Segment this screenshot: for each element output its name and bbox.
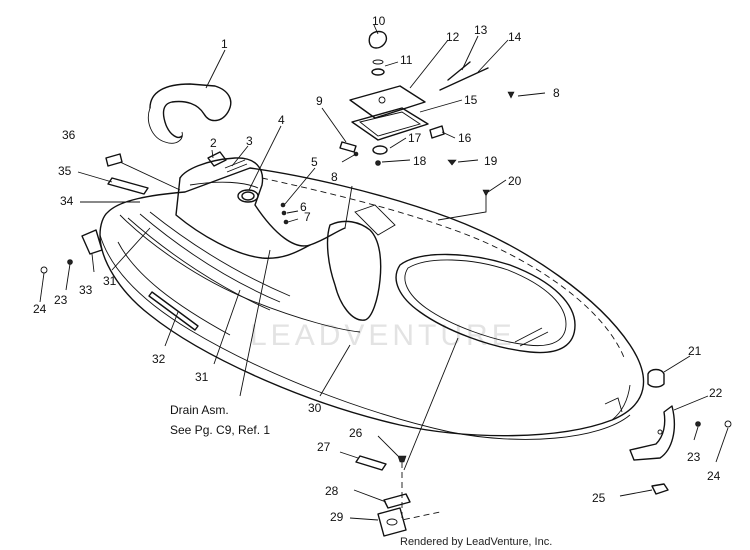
bumper-cap-21 — [647, 368, 665, 388]
callout-28: 28 — [325, 484, 339, 498]
callout-34: 34 — [60, 194, 74, 208]
callout-6: 6 — [300, 200, 307, 214]
grab-handle — [147, 83, 232, 144]
nut-part-24b — [724, 420, 732, 428]
callout-12: 12 — [446, 30, 460, 44]
callout-17: 17 — [408, 131, 422, 145]
nut-part-25 — [651, 483, 669, 495]
callout-33: 33 — [79, 283, 93, 297]
washer-part-23a — [67, 259, 73, 265]
bolt-part-26 — [397, 455, 407, 463]
latch-part-16 — [429, 125, 445, 139]
clip-part-9 — [339, 141, 357, 153]
callout-labels: 1 2 3 4 5 6 7 8 8 9 10 11 12 13 14 15 16… — [33, 14, 723, 524]
washer-part-17 — [372, 145, 388, 155]
callout-5: 5 — [311, 155, 318, 169]
clip-part-2 — [207, 151, 227, 167]
watermark: LEADVENTURE — [250, 319, 516, 352]
cap-part-4 — [241, 191, 255, 201]
callout-21: 21 — [688, 344, 702, 358]
plug-part-36 — [105, 153, 123, 167]
callout-9: 9 — [316, 94, 323, 108]
callout-7: 7 — [304, 210, 311, 224]
leader-lines — [39, 24, 729, 521]
callout-31b: 31 — [195, 370, 209, 384]
callout-24b: 24 — [707, 469, 721, 483]
drain-assembly-note: Drain Asm. See Pg. C9, Ref. 1 — [170, 403, 270, 437]
hull-body — [99, 157, 645, 440]
nut-part-24a — [40, 266, 48, 274]
callout-8b: 8 — [331, 170, 338, 184]
callout-16: 16 — [458, 131, 472, 145]
seal-strip-14 — [439, 67, 489, 91]
rivet-part-19 — [447, 159, 457, 166]
callout-24a: 24 — [33, 302, 47, 316]
callout-18: 18 — [413, 154, 427, 168]
callout-32: 32 — [152, 352, 166, 366]
grommet-part-11 — [371, 68, 385, 76]
pad-part-27 — [355, 455, 387, 471]
callout-11: 11 — [400, 53, 413, 67]
screw-part-8a — [507, 91, 515, 99]
trim-strip-35 — [107, 177, 149, 195]
callout-1: 1 — [221, 37, 228, 51]
rivet-part-20 — [482, 189, 490, 197]
callout-14: 14 — [508, 30, 522, 44]
tow-eye-part-29 — [377, 507, 407, 537]
callout-4: 4 — [278, 113, 285, 127]
callout-8a: 8 — [553, 86, 560, 100]
callout-2: 2 — [210, 136, 217, 150]
callout-36: 36 — [62, 128, 76, 142]
callout-22: 22 — [709, 386, 723, 400]
callout-26: 26 — [349, 426, 363, 440]
callout-23b: 23 — [687, 450, 701, 464]
callout-3: 3 — [246, 134, 253, 148]
spring-part-11 — [372, 59, 384, 65]
callout-30: 30 — [308, 401, 322, 415]
knob-part-10 — [368, 30, 388, 49]
washer-part-23b — [695, 421, 701, 427]
callout-23a: 23 — [54, 293, 68, 307]
rendered-by-footer: Rendered by LeadVenture, Inc. — [400, 536, 552, 548]
screw-5 — [280, 202, 286, 208]
callout-15: 15 — [464, 93, 478, 107]
callout-25: 25 — [592, 491, 606, 505]
callout-29: 29 — [330, 510, 344, 524]
trim-strip-32 — [148, 291, 199, 331]
callout-20: 20 — [508, 174, 522, 188]
callout-19: 19 — [484, 154, 498, 168]
bracket-part-33 — [81, 229, 103, 255]
callout-27: 27 — [317, 440, 331, 454]
note-line-1: Drain Asm. — [170, 403, 229, 417]
callout-35: 35 — [58, 164, 72, 178]
nut-7 — [283, 219, 289, 225]
washer-6 — [281, 210, 287, 216]
bow-guard-22 — [629, 405, 676, 461]
hatch-gasket — [351, 107, 429, 141]
plate-part-28 — [383, 493, 411, 509]
hatch-lid — [349, 85, 426, 119]
callout-13: 13 — [474, 23, 488, 37]
callout-31a: 31 — [103, 274, 117, 288]
note-line-2: See Pg. C9, Ref. 1 — [170, 423, 270, 437]
screw-part-18 — [375, 160, 381, 166]
seal-strip-13 — [447, 61, 471, 81]
strip-part-3 — [224, 159, 248, 173]
callout-10: 10 — [372, 14, 386, 28]
